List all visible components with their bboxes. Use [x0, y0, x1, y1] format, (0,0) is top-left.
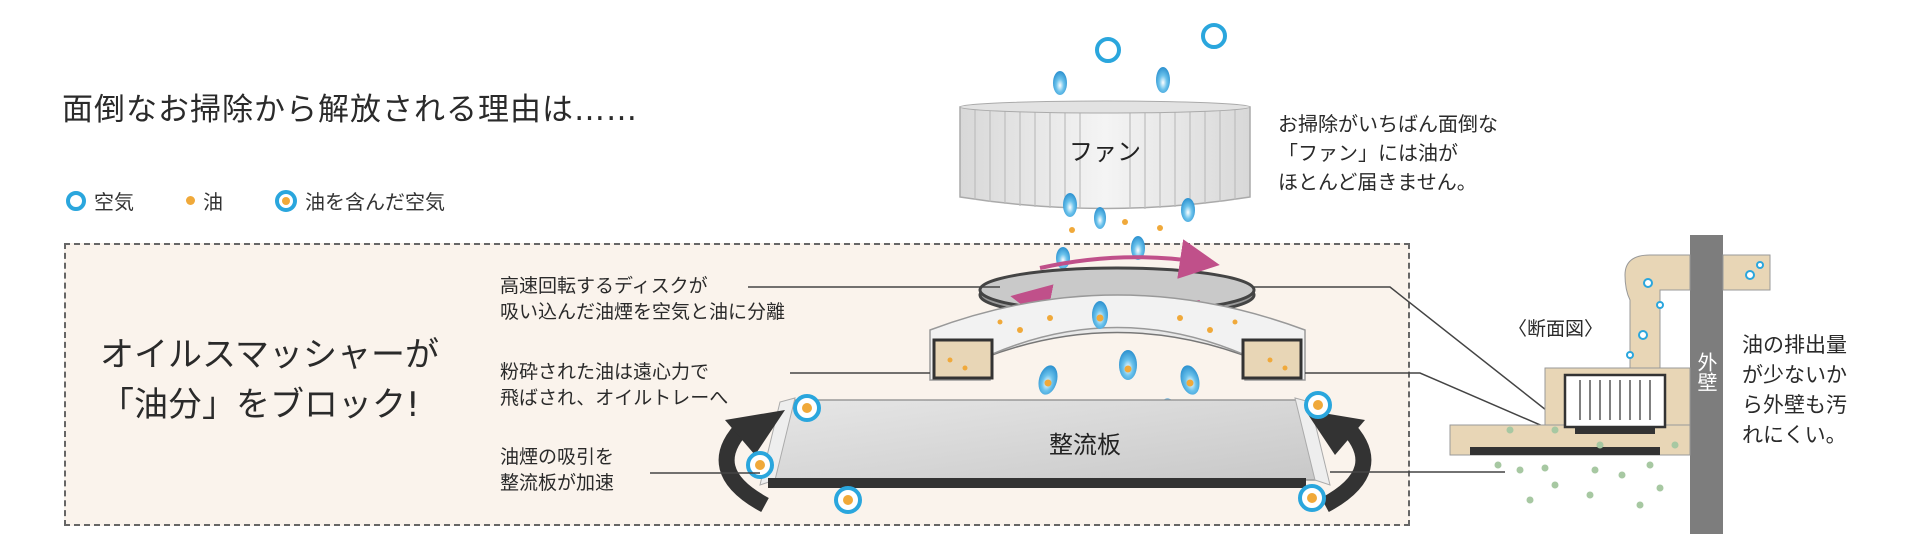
plate-label: 整流板	[1049, 431, 1121, 459]
leader-lines	[650, 286, 1576, 474]
cross-section: 外壁	[1449, 235, 1771, 534]
plate-note-line1: 油煙の吸引を	[500, 446, 615, 468]
fan-note-line2: 「ファン」には油が	[1278, 141, 1458, 165]
oil-smasher-bowl	[929, 294, 1306, 381]
oily-air-bubbles	[746, 391, 1332, 514]
section-label: 〈断面図〉	[1508, 318, 1604, 340]
crushed-oil-note: 粉砕された油は遠心力で 飛ばされ、オイルトレーへ	[500, 359, 728, 411]
suction-arrows	[718, 410, 1372, 513]
outer-wall	[1690, 235, 1723, 534]
legend-oil: 油	[186, 186, 223, 215]
wall-note-line3: ら外壁も汚	[1742, 393, 1847, 417]
plate-note: 油煙の吸引を 整流板が加速	[500, 444, 614, 496]
disk-note: 高速回転するディスクが 吸い込んだ油煙を空気と油に分離	[500, 273, 785, 325]
disk-note-line2: 吸い込んだ油煙を空気と油に分離	[500, 301, 786, 323]
wall-note-line1: 油の排出量	[1742, 333, 1847, 357]
crushed-oil-note-line2: 飛ばされ、オイルトレーへ	[500, 387, 729, 409]
rotation-arrow-top	[1039, 239, 1220, 279]
headline: 面倒なお掃除から解放される理由は……	[62, 92, 638, 128]
oily-air-bubble-icon	[275, 189, 297, 212]
air-bubble-icon	[66, 190, 86, 211]
panel-title-line1: オイルスマッシャーが	[100, 335, 439, 375]
rectifier-plate: 整流板	[759, 397, 1331, 488]
air-bubbles	[1095, 23, 1227, 63]
air-drops	[1053, 67, 1195, 269]
fan-note-line3: ほとんど届きません。	[1278, 170, 1477, 194]
panel-title: オイルスマッシャーが 「油分」をブロック!	[100, 330, 439, 430]
wall-note-line4: れにくい。	[1742, 423, 1847, 447]
legend-air: 空気	[66, 186, 134, 215]
plate-note-line2: 整流板が加速	[500, 472, 615, 494]
fan-label: ファン	[1069, 138, 1141, 166]
panel-title-line2: 「油分」をブロック!	[100, 385, 420, 425]
fan-note: お掃除がいちばん面倒な 「ファン」には油が ほとんど届きません。	[1278, 110, 1498, 197]
crushed-oil-note-line1: 粉砕された油は遠心力で	[500, 361, 710, 383]
legend-oily-air: 油を含んだ空気	[275, 186, 445, 215]
outer-wall-label: 外壁	[1694, 352, 1718, 392]
fan: ファン	[959, 100, 1251, 210]
oil-dot-icon	[186, 196, 195, 205]
disk-note-line1: 高速回転するディスクが	[500, 275, 708, 297]
legend-air-label: 空気	[94, 190, 134, 214]
legend-oil-label: 油	[203, 190, 223, 214]
fan-note-line1: お掃除がいちばん面倒な	[1278, 112, 1498, 136]
legend-oily-air-label: 油を含んだ空気	[305, 190, 445, 214]
wall-note: 油の排出量 が少ないか ら外壁も汚 れにくい。	[1742, 330, 1847, 450]
wall-note-line2: が少ないか	[1742, 363, 1847, 387]
